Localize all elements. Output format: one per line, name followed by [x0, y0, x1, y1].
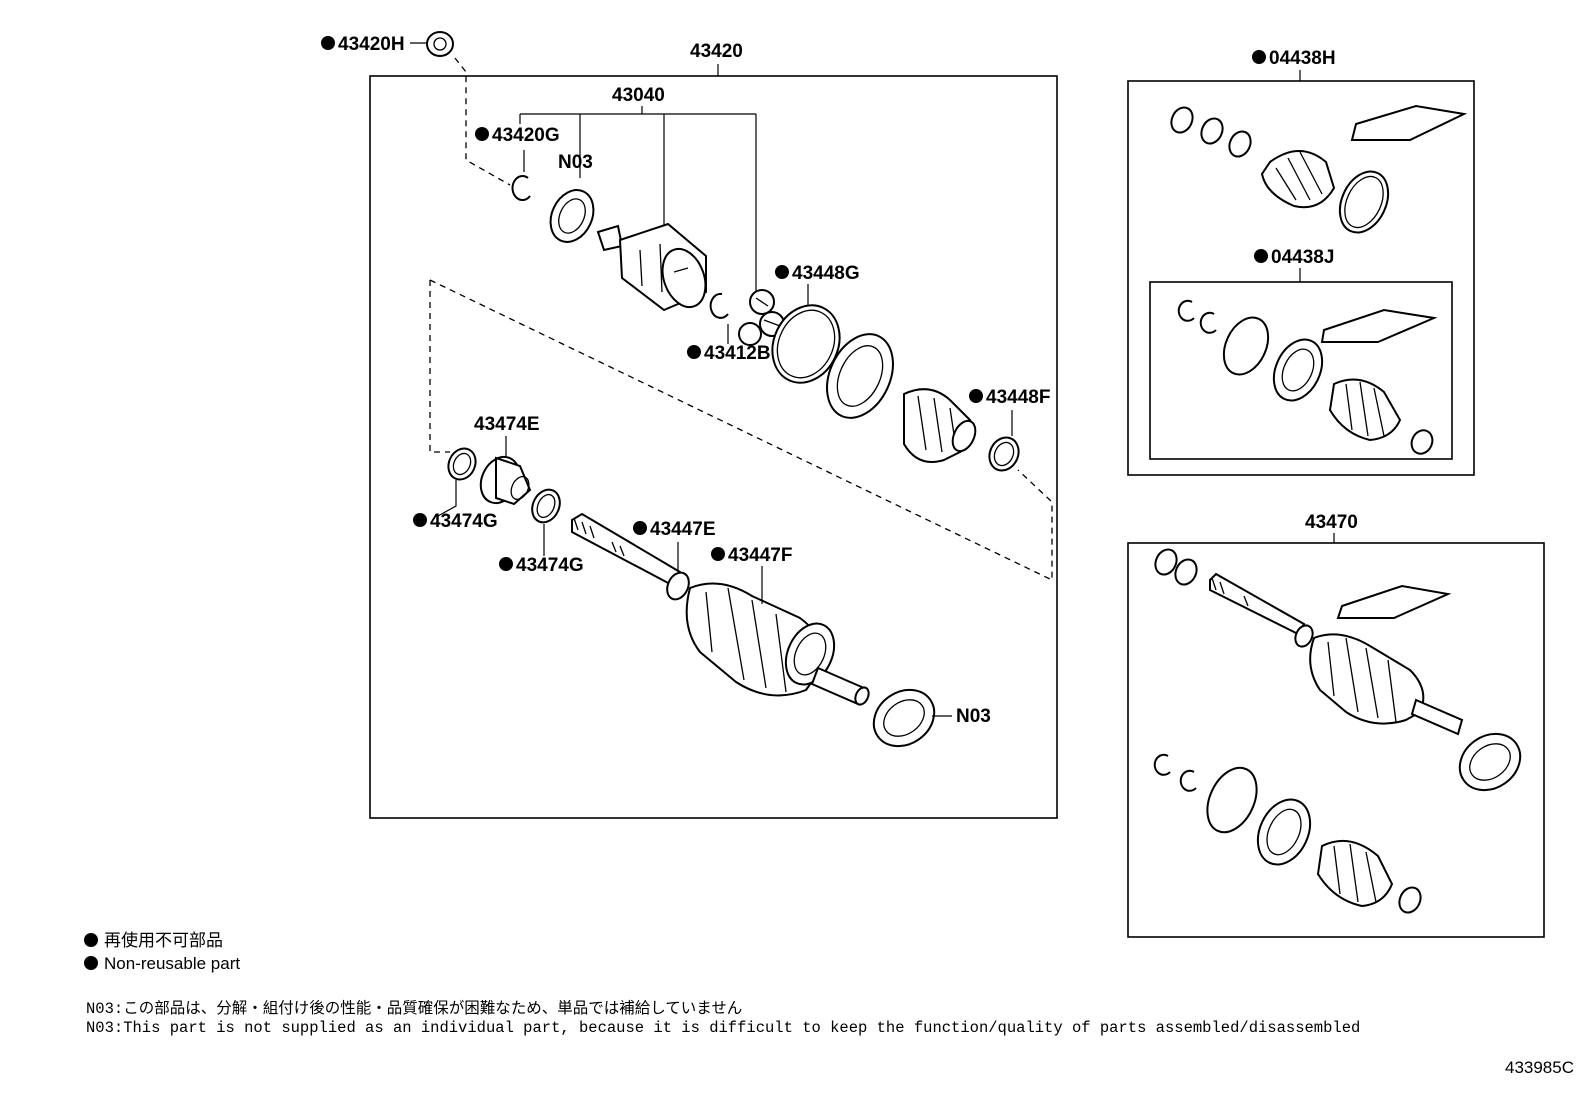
label-43448G[interactable]: 43448G — [792, 263, 860, 284]
note-jp: N03:この部品は、分解・組付け後の性能・品質確保が困難なため、単品では補給して… — [86, 1000, 743, 1018]
label-43448F[interactable]: 43448F — [986, 387, 1050, 408]
label-43040[interactable]: 43040 — [612, 85, 665, 106]
label-N03-bottom[interactable]: N03 — [956, 706, 991, 727]
label-43474G-a[interactable]: 43474G — [430, 511, 498, 532]
label-43412B[interactable]: 43412B — [704, 343, 771, 364]
kit-box-04438H — [1127, 80, 1475, 476]
label-04438H[interactable]: 04438H — [1269, 48, 1336, 69]
label-43420H[interactable]: 43420H — [338, 34, 405, 55]
kit-04438H-parts — [1170, 104, 1468, 234]
snap-ring-43420G — [511, 175, 531, 201]
non-reusable-bullet-icon — [84, 956, 98, 970]
legend-jp: 再使用不可部品 — [84, 930, 223, 952]
label-04438J[interactable]: 04438J — [1271, 247, 1334, 268]
assembly-box-43420 — [369, 75, 1058, 819]
non-reusable-bullet-icon — [84, 933, 98, 947]
label-43420[interactable]: 43420 — [690, 41, 743, 62]
label-43474G-b[interactable]: 43474G — [516, 555, 584, 576]
label-43447E[interactable]: 43447E — [650, 519, 716, 540]
label-N03-top[interactable]: N03 — [558, 152, 593, 173]
nut-43420H-part — [426, 31, 454, 57]
seal-N03-top — [549, 189, 595, 243]
kit-box-04438J — [1149, 281, 1453, 460]
note-en: N03:This part is not supplied as an indi… — [86, 1019, 1361, 1037]
clamp-43474G-lower — [531, 488, 561, 524]
assembly-box-43470 — [1127, 542, 1545, 938]
inner-joint-boot — [826, 333, 977, 463]
label-43470[interactable]: 43470 — [1305, 512, 1358, 533]
snap-ring-43412B — [709, 292, 729, 319]
kit-04438J-parts — [1177, 299, 1438, 455]
dynamic-damper-43474E — [479, 455, 532, 506]
boot-clamp-43448F — [988, 436, 1020, 472]
legend-jp-text: 再使用不可部品 — [104, 931, 223, 950]
label-43420G[interactable]: 43420G — [492, 125, 560, 146]
assembly-43470-parts — [1153, 548, 1522, 914]
label-43474E[interactable]: 43474E — [474, 414, 540, 435]
label-43447F[interactable]: 43447F — [728, 545, 792, 566]
inner-joint-housing-43040 — [596, 222, 707, 312]
legend-en-text: Non-reusable part — [104, 954, 241, 973]
seal-N03-bottom — [872, 688, 936, 748]
outer-joint-shaft-assembly — [571, 512, 870, 706]
clamp-43474G-upper — [447, 447, 477, 481]
diagram-code: 433985C — [1504, 1058, 1574, 1077]
tripod-spider — [738, 289, 785, 346]
legend-en: Non-reusable part — [84, 953, 240, 975]
